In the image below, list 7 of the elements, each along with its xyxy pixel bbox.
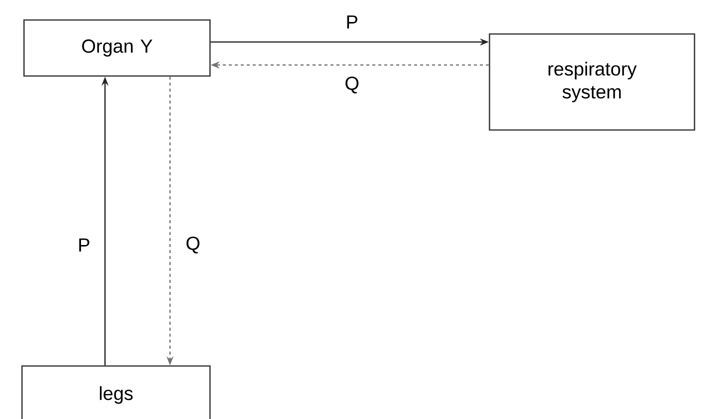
edge-label: P: [344, 14, 360, 30]
edge-label: Q: [344, 76, 360, 94]
edge-label: Q: [184, 236, 202, 254]
process-box: respiratory system: [488, 33, 696, 131]
edge-label: P: [76, 238, 92, 253]
process-box: legs: [21, 365, 211, 419]
process-box: Organ Y: [23, 19, 211, 77]
